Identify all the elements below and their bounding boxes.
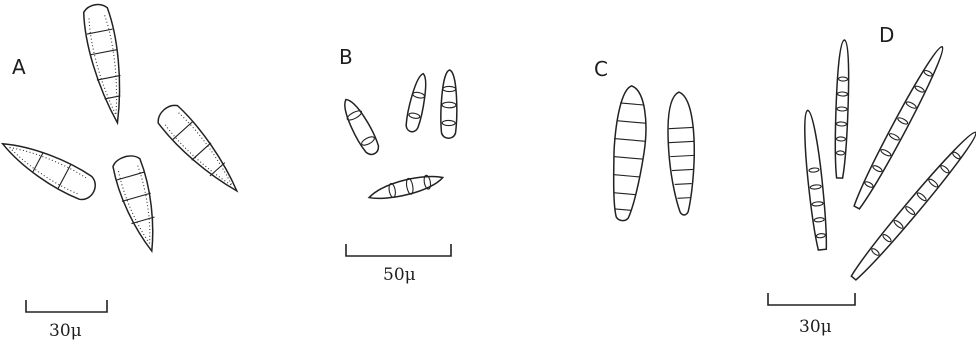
panel-a: A bbox=[0, 2, 247, 341]
spore-d1 bbox=[834, 40, 851, 178]
scale-bar-a-label: 30μ bbox=[49, 321, 82, 341]
spore-b2 bbox=[404, 72, 430, 133]
spore-b3 bbox=[441, 70, 458, 139]
spore-c1 bbox=[607, 85, 651, 222]
spore-a3 bbox=[110, 153, 166, 255]
panel-b-label: B bbox=[339, 45, 353, 69]
spore-d2 bbox=[801, 110, 830, 251]
spore-d4 bbox=[848, 128, 976, 283]
panel-d: D bbox=[768, 23, 976, 337]
spore-a2 bbox=[0, 131, 100, 204]
spore-c2 bbox=[666, 91, 699, 215]
panel-a-label: A bbox=[12, 55, 26, 79]
spore-a1 bbox=[81, 2, 132, 125]
spore-b1 bbox=[338, 96, 382, 158]
scale-bar-b-label: 50μ bbox=[383, 265, 416, 285]
panel-c: C bbox=[594, 57, 698, 222]
scale-bar-d: 30μ bbox=[768, 293, 855, 337]
scale-bar-d-label: 30μ bbox=[799, 317, 832, 337]
scale-bar-a: 30μ bbox=[26, 300, 107, 341]
panel-b: B 50μ bbox=[338, 45, 457, 285]
spore-b4 bbox=[367, 173, 445, 202]
panel-d-label: D bbox=[879, 23, 894, 47]
panel-c-label: C bbox=[594, 57, 608, 81]
spore-a4 bbox=[153, 101, 247, 201]
scale-bar-b: 50μ bbox=[346, 244, 451, 285]
